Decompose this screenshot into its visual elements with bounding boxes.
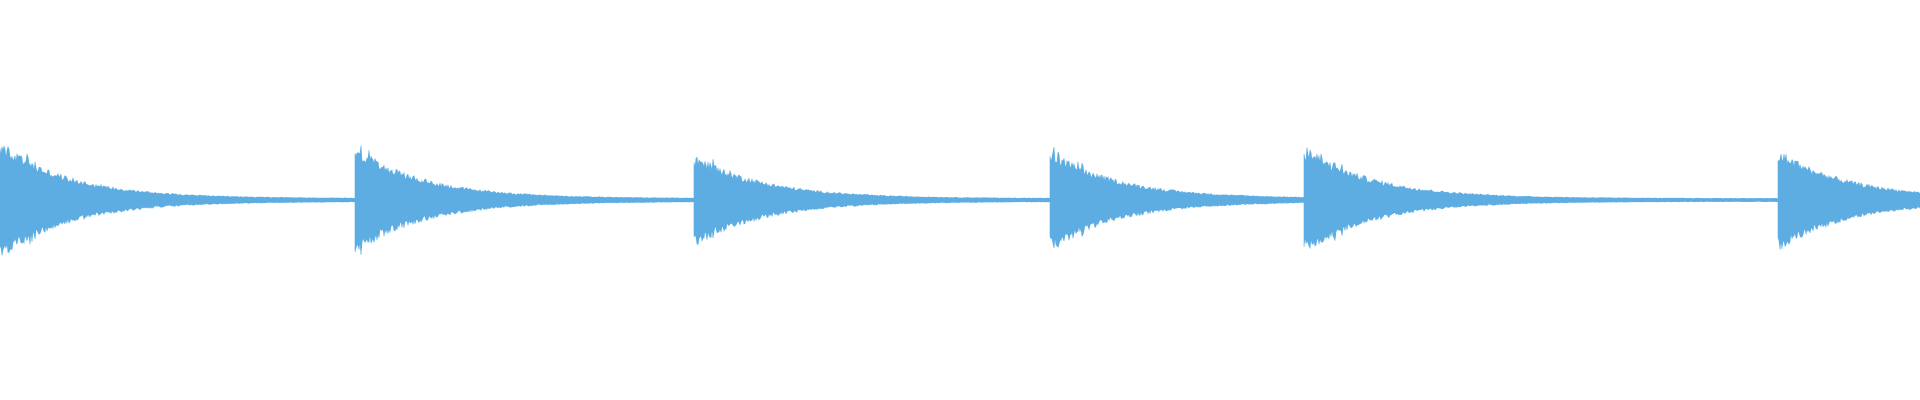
waveform-segment-4 <box>1049 146 1305 249</box>
waveform-segment-5 <box>1303 147 1779 250</box>
waveform-segment-3 <box>693 156 1051 245</box>
waveform-segment-2 <box>354 145 695 255</box>
waveform-segment-6 <box>1777 153 1920 250</box>
waveform-segments <box>0 145 1920 256</box>
waveform-segment-1 <box>0 145 356 256</box>
